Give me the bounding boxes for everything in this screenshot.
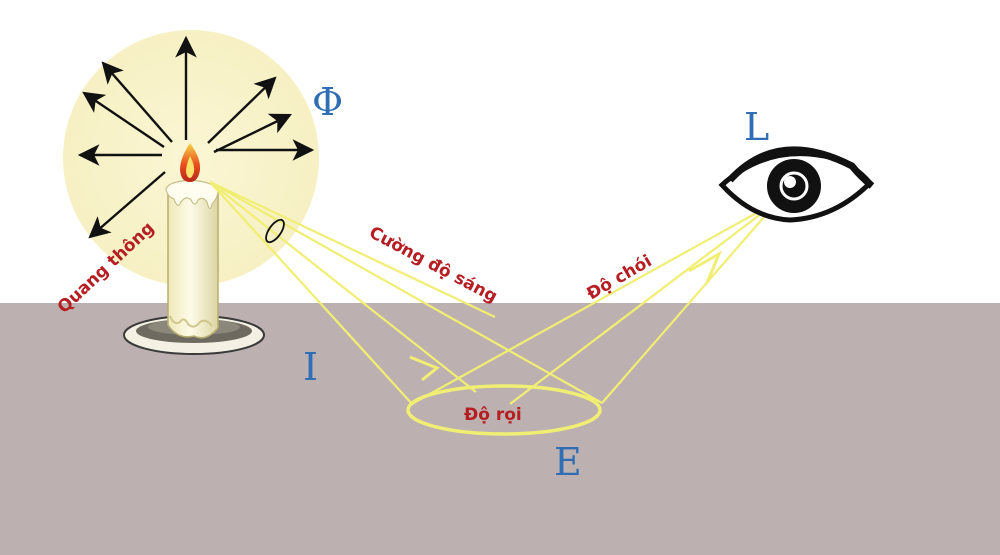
symbol-intensity: I [303,345,318,389]
candle-icon [166,172,218,338]
symbol-luminance: L [744,105,769,149]
symbol-flux: Φ [312,80,343,124]
label-illuminance: Độ rọi [464,405,522,425]
symbol-illuminance: E [554,440,582,484]
